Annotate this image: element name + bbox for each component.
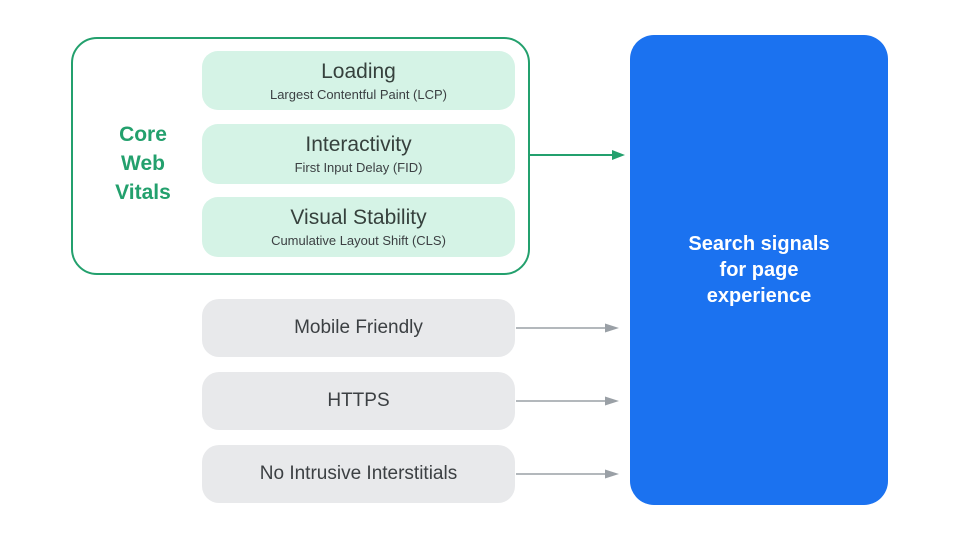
arrow-https-to-panel-icon — [516, 396, 619, 406]
core-web-vitals-item-visual-stability: Visual Stability Cumulative Layout Shift… — [202, 197, 515, 257]
search-signals-label: Search signals for page experience — [688, 233, 830, 307]
arrow-core-web-vitals-to-panel-icon — [530, 150, 625, 160]
signal-label: No Intrusive Interstitials — [259, 463, 458, 484]
core-web-vitals-item-interactivity: Interactivity First Input Delay (FID) — [202, 124, 515, 184]
arrow-interstitials-to-panel-icon — [516, 469, 619, 479]
core-web-vitals-label-line: Vitals — [115, 181, 171, 204]
signal-mobile-friendly: Mobile Friendly — [202, 299, 515, 357]
core-web-vitals-label-line: Core — [119, 123, 167, 146]
item-title: Interactivity — [305, 133, 412, 156]
core-web-vitals-label-line: Web — [121, 152, 165, 175]
item-subtitle: First Input Delay (FID) — [294, 160, 423, 175]
item-subtitle: Largest Contentful Paint (LCP) — [269, 86, 448, 102]
core-web-vitals-label: Core Web Vitals — [83, 120, 203, 207]
core-web-vitals-group: Core Web Vitals Loading Largest Contentf… — [71, 37, 530, 275]
search-signals-panel: Search signals for page experience — [630, 35, 888, 505]
item-title: Visual Stability — [290, 206, 427, 229]
item-title: Loading — [321, 59, 396, 83]
item-subtitle: Cumulative Layout Shift (CLS) — [271, 233, 446, 248]
signal-no-intrusive-interstitials: No Intrusive Interstitials — [202, 445, 515, 503]
signal-label: Mobile Friendly — [294, 317, 423, 338]
signal-https: HTTPS — [202, 372, 515, 430]
core-web-vitals-item-loading: Loading Largest Contentful Paint (LCP) — [202, 51, 515, 110]
signal-label: HTTPS — [327, 390, 390, 411]
arrow-mobile-friendly-to-panel-icon — [516, 323, 619, 333]
